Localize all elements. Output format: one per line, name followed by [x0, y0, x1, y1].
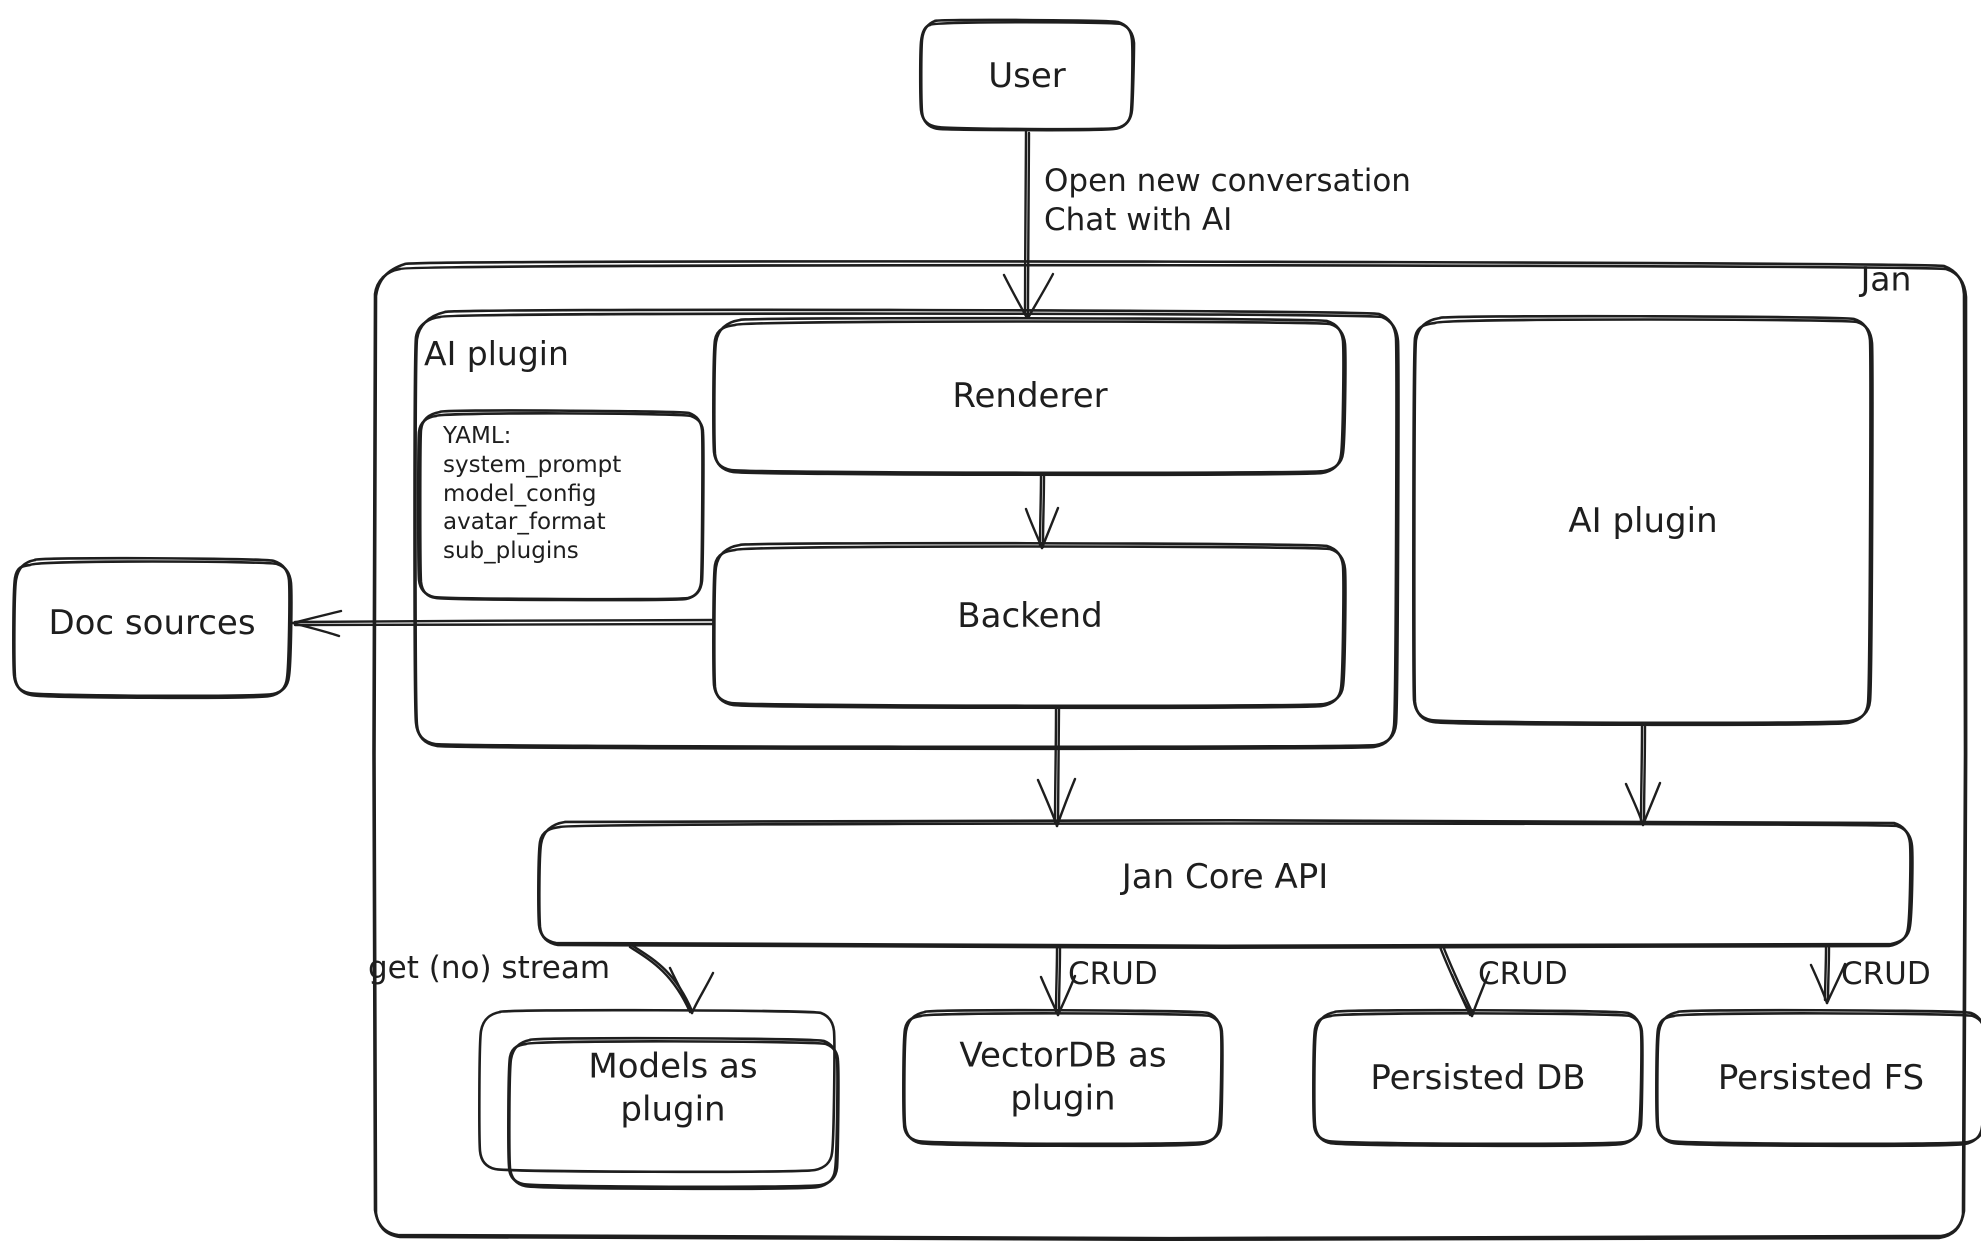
persisted-fs-node-shape[interactable] [1655, 1008, 1981, 1148]
arrow-core-to-persisted-db [1438, 944, 1491, 1018]
renderer-node-shape[interactable] [712, 316, 1347, 477]
backend-node-shape[interactable] [712, 541, 1347, 710]
ai-plugin-node-shape[interactable] [1412, 314, 1874, 727]
arrow-core-to-vectordb [1039, 945, 1077, 1017]
arrow-core-to-models [628, 944, 715, 1015]
jan-container-shape [372, 260, 1968, 1242]
arrow-core-to-persisted-fs [1809, 945, 1847, 1005]
arrow-renderer-to-backend [1024, 472, 1060, 550]
models-plugin-node-shape[interactable] [507, 1036, 840, 1191]
arrow-backend-to-doc-sources [291, 609, 716, 638]
jan-core-api-node-shape[interactable] [537, 818, 1914, 950]
models-plugin-outer-shape [478, 1008, 836, 1174]
arrow-user-to-renderer [1002, 129, 1055, 320]
vectordb-plugin-node-shape[interactable] [902, 1008, 1224, 1148]
yaml-box-shape [416, 409, 705, 602]
arrow-ai-plugin-to-core [1624, 722, 1662, 827]
ai-plugin-group-shape [413, 308, 1400, 751]
doc-sources-node-shape[interactable] [12, 556, 293, 700]
arrow-backend-to-core [1036, 705, 1077, 828]
persisted-db-node-shape[interactable] [1312, 1008, 1644, 1148]
user-node-shape[interactable] [918, 18, 1136, 132]
